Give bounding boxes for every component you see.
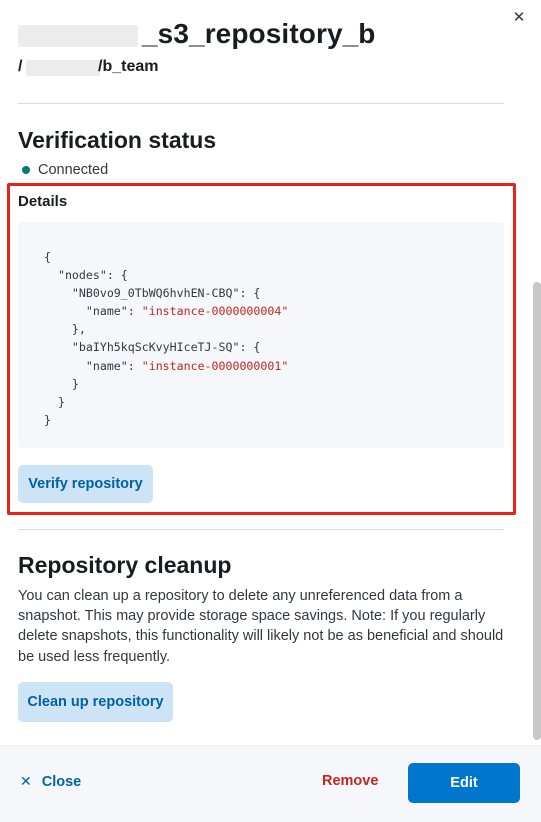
path-prefix: / (18, 58, 23, 75)
page-title: _s3_repository_b (142, 18, 376, 49)
path-suffix: /b_team (98, 58, 159, 75)
code-text: }, (44, 322, 86, 337)
remove-button[interactable]: Remove (322, 773, 379, 789)
code-line: } (44, 393, 504, 411)
divider (18, 103, 504, 104)
code-text: } (44, 376, 79, 391)
verification-status-heading: Verification status (18, 127, 217, 153)
status-text: Connected (38, 162, 109, 178)
code-line: "nodes": { (44, 266, 504, 284)
code-line: "baIYh5kqScKvyHIceTJ-SQ": { (44, 338, 504, 356)
code-line: { (44, 248, 504, 266)
code-text: { (44, 250, 51, 264)
close-icon: ✕ (20, 773, 32, 789)
repository-path: / /b_team (18, 58, 418, 80)
redacted-area (18, 25, 138, 47)
status-badge: Connected (22, 161, 108, 179)
verify-repository-button[interactable]: Verify repository (18, 465, 153, 503)
close-button-label: Close (41, 773, 82, 790)
repository-title: _s3_repository_b (18, 15, 498, 55)
close-button[interactable]: ✕ Close (20, 773, 81, 790)
code-text: "name": (44, 304, 142, 319)
code-line: } (44, 375, 504, 393)
code-text: "nodes": { (44, 268, 128, 283)
code-text: } (44, 412, 51, 427)
details-label: Details (18, 193, 68, 210)
cleanup-description: You can clean up a repository to delete … (18, 588, 504, 665)
code-text: "name": (44, 358, 142, 373)
flyout-footer: ✕ Close Remove Edit (0, 745, 541, 822)
verification-details-code: { "nodes": { "NB0vo9_0TbWQ6hvhEN-CBQ": {… (18, 222, 504, 448)
repository-cleanup-heading: Repository cleanup (18, 552, 232, 578)
divider (18, 529, 504, 530)
code-line: "name": "instance-0000000004" (44, 302, 504, 320)
code-text: "NB0vo9_0TbWQ6hvhEN-CBQ": { (44, 286, 261, 301)
code-line: } (44, 411, 504, 429)
code-line: "name": "instance-0000000001" (44, 357, 504, 375)
clean-up-repository-button[interactable]: Clean up repository (18, 682, 173, 722)
code-text: "baIYh5kqScKvyHIceTJ-SQ": { (44, 340, 261, 355)
code-text: } (44, 394, 65, 409)
redacted-area (26, 60, 100, 76)
status-dot-icon (22, 166, 30, 174)
code-line: }, (44, 320, 504, 338)
code-line: "NB0vo9_0TbWQ6hvhEN-CBQ": { (44, 284, 504, 302)
scrollbar[interactable] (533, 282, 541, 740)
edit-button[interactable]: Edit (408, 763, 520, 803)
highlight-outline (7, 183, 516, 515)
close-icon[interactable]: ✕ (512, 9, 526, 26)
code-string-value: "instance-0000000001" (141, 358, 289, 373)
code-string-value: "instance-0000000004" (141, 304, 289, 319)
